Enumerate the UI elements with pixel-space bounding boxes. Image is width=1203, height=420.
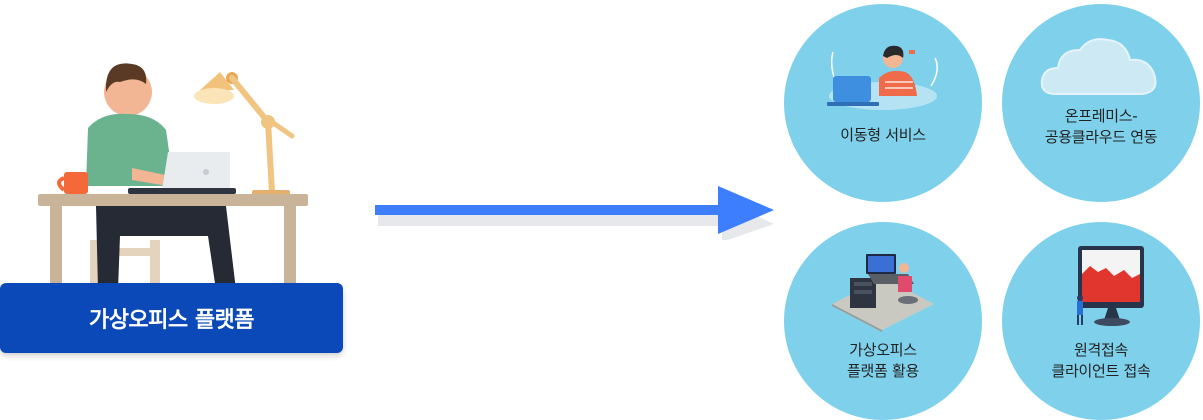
- service-cloud: 온프레미스- 공용클라우드 연동: [1002, 4, 1200, 202]
- flow-arrow-icon: [375, 186, 774, 240]
- cloud-icon: [1040, 38, 1157, 95]
- headset-agent-icon: [827, 45, 938, 110]
- service-office-label: 가상오피스 플랫폼 활용: [847, 341, 919, 380]
- service-mobile-label: 이동형 서비스: [840, 126, 926, 144]
- person-at-desk-icon: [38, 63, 308, 290]
- service-cloud-label: 온프레미스- 공용클라우드 연동: [1044, 107, 1158, 146]
- platform-label: 가상오피스 플랫폼: [0, 283, 343, 353]
- office-desk-icon: [832, 254, 934, 332]
- service-remote: 원격접속 클라이언트 접속: [1002, 222, 1200, 420]
- service-mobile: 이동형 서비스: [784, 4, 982, 202]
- service-remote-label: 원격접속 클라이언트 접속: [1051, 341, 1151, 380]
- remote-monitor-icon: [1077, 246, 1144, 326]
- service-office: 가상오피스 플랫폼 활용: [784, 222, 982, 420]
